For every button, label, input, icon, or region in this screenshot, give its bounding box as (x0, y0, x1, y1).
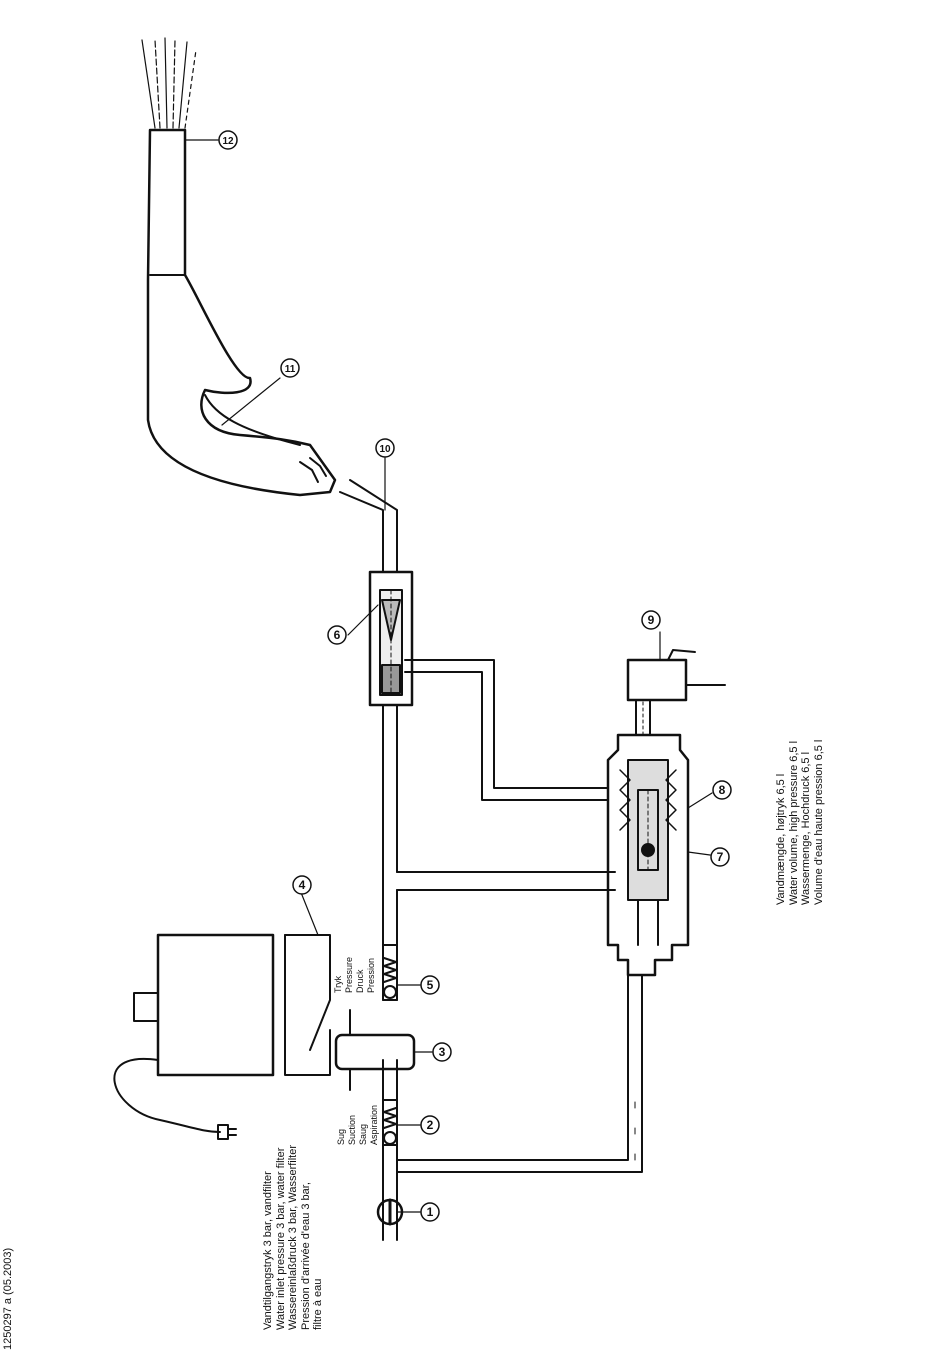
callout-5: 5 (427, 978, 434, 992)
suction-label: Sug Suction Saug Aspiration (336, 1104, 379, 1145)
leader-lines (184, 139, 713, 1213)
callout-11: 11 (285, 364, 296, 375)
suction-check-valve (382, 1099, 398, 1146)
unloader-feed-pipe (396, 871, 616, 891)
inlet-valve (376, 1179, 404, 1241)
unloader-valve (606, 699, 690, 977)
callout-2: 2 (427, 1118, 434, 1132)
callout-4: 4 (299, 878, 306, 892)
return-pipe (396, 974, 643, 1173)
callout-9: 9 (648, 613, 655, 627)
pressure-check-valve (382, 944, 398, 1001)
pressure-label: Tryk Pressure Druck Pression (333, 956, 376, 993)
high-pressure-hose (339, 479, 398, 573)
spray-jet (141, 37, 197, 129)
microswitch (626, 649, 726, 702)
callout-8: 8 (719, 783, 726, 797)
pump (334, 1009, 416, 1091)
bypass-pipe (404, 659, 609, 801)
callout-3: 3 (439, 1045, 446, 1059)
water-volume-note: Vandmængde, højtryk 6,5 l Water volume, … (775, 739, 825, 905)
callout-markers (218, 130, 732, 1222)
flow-switch (368, 570, 414, 707)
document-id: 1250297 a (05.2003) (2, 1247, 14, 1350)
motor (113, 933, 331, 1140)
inlet-pressure-note: Vandtilgangstryk 3 bar, vandfilter Water… (262, 1144, 324, 1330)
callout-1: 1 (427, 1205, 434, 1219)
callout-10: 10 (379, 444, 391, 455)
spray-gun (146, 128, 337, 497)
callout-7: 7 (717, 850, 724, 864)
callout-12: 12 (222, 136, 234, 147)
callout-6: 6 (334, 628, 341, 642)
